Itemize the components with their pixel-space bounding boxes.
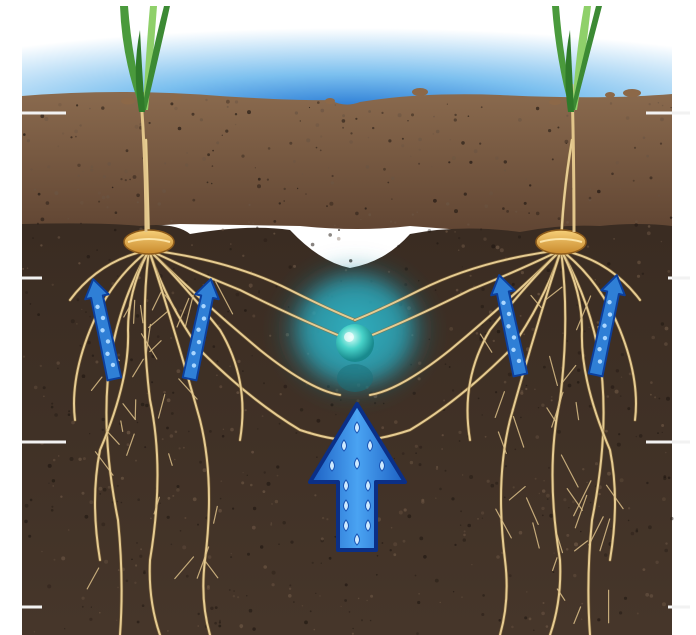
seed-icon <box>536 230 586 254</box>
seed-icon <box>124 230 174 254</box>
